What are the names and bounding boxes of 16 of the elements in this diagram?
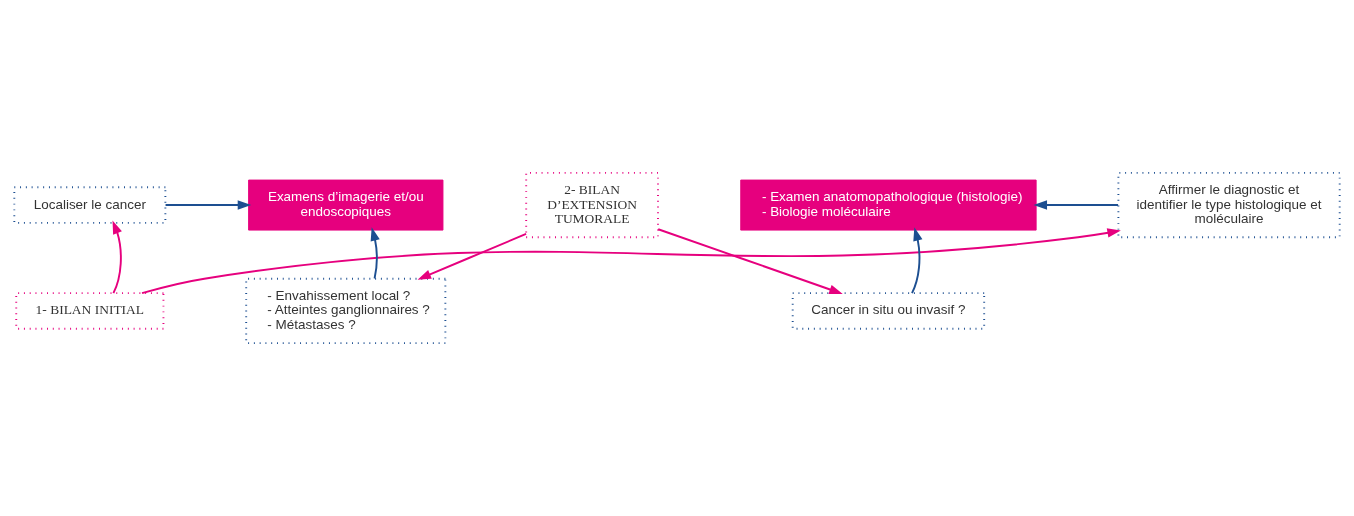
node-box: Affirmer le diagnostic et identifier le type histologique et moléculaire [1117, 171, 1341, 239]
node-box: - Examen anatomopathologique (histologie) - Biologie moléculaire [740, 179, 1037, 231]
arrow [112, 220, 122, 295]
arrow [370, 227, 380, 280]
node-box: - Envahissement local ? - Atteintes ganglionnaires ? - Métastases ? [245, 277, 447, 345]
arrow [141, 228, 1121, 295]
node-box: Examens d’imagerie et/ou endoscopiques [248, 179, 444, 231]
node-box: 2- BILAN D’EXTENSION TUMORALE [525, 171, 659, 239]
arrow [1033, 200, 1120, 210]
node-box: Localiser le cancer [13, 186, 167, 224]
arrow [417, 232, 528, 280]
node-box: 1- BILAN INITIAL [15, 292, 165, 330]
node-box: Cancer in situ ou invasif ? [791, 292, 986, 330]
arrow [657, 228, 843, 294]
arrow [911, 227, 923, 295]
arrow [164, 200, 252, 210]
